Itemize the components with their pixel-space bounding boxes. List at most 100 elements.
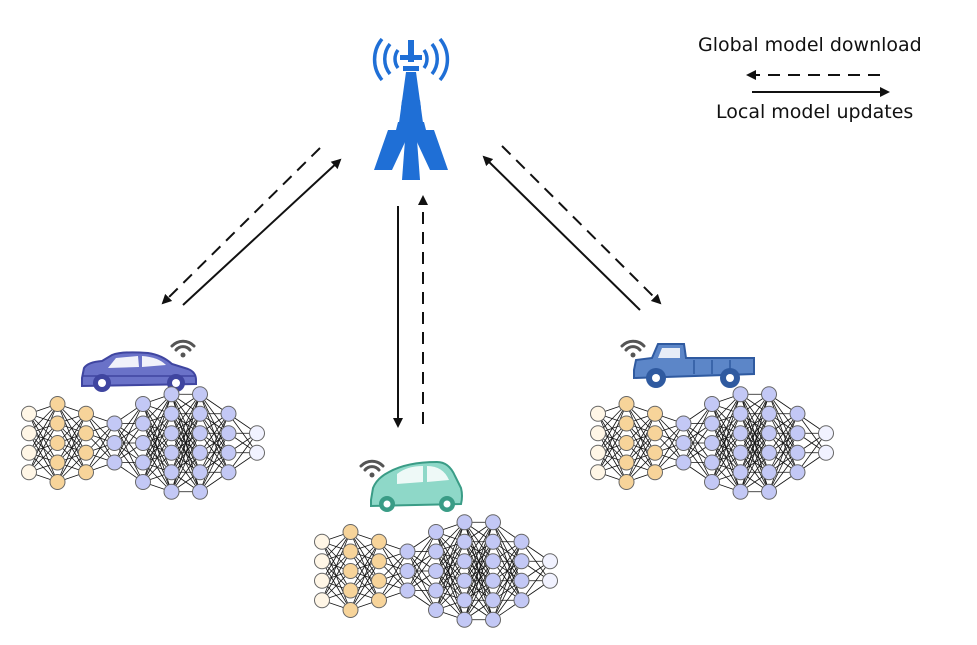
nn-node: [192, 386, 208, 403]
nn-edge: [378, 551, 408, 601]
nn-node: [135, 435, 151, 451]
wifi-arc: [359, 459, 385, 468]
nn-node: [399, 582, 416, 599]
wifi-dot: [630, 352, 636, 358]
nn-node: [192, 464, 208, 481]
nn-node: [818, 444, 834, 461]
nn-edge: [654, 423, 684, 473]
nn-edge: [171, 433, 201, 492]
pickup-truck-icon: [633, 343, 755, 388]
nn-node: [49, 474, 66, 490]
nn-node: [647, 425, 663, 442]
nn-node: [818, 425, 834, 442]
nn-edge: [768, 413, 798, 492]
nn-node: [761, 464, 777, 481]
nn-edge: [142, 433, 172, 483]
nn-edge: [711, 413, 741, 483]
nn-node: [647, 405, 663, 422]
nn-edge: [711, 394, 741, 444]
wifi-arc: [620, 339, 646, 348]
nn-node: [704, 435, 720, 451]
nn-node: [163, 464, 180, 481]
wifi-signal-icon: [359, 459, 385, 478]
nn-edge: [57, 413, 87, 463]
nn-node: [135, 474, 151, 490]
neural-network-right: [590, 386, 834, 500]
nn-edge: [492, 541, 522, 581]
nn-node: [456, 553, 473, 570]
nn-node: [732, 405, 749, 422]
nn-node: [485, 592, 501, 609]
nn-edge: [626, 413, 656, 483]
nn-node: [513, 533, 530, 550]
nn-edge: [350, 541, 380, 611]
nn-node: [485, 572, 501, 589]
nn-node: [761, 386, 777, 403]
nn-node: [704, 474, 720, 490]
nn-node: [456, 592, 473, 609]
nn-node: [732, 444, 749, 461]
nn-node: [485, 533, 501, 550]
nn-edge: [711, 394, 741, 463]
nn-edge: [228, 433, 258, 473]
wifi-arc: [174, 345, 192, 352]
nn-node: [590, 444, 606, 461]
nn-node: [78, 425, 94, 442]
nn-edge: [199, 452, 229, 492]
nn-node: [135, 415, 151, 432]
nn-node: [789, 405, 806, 422]
nn-node: [314, 553, 330, 570]
nn-node: [647, 464, 663, 481]
nn-node: [314, 572, 330, 589]
nn-edge: [350, 541, 380, 591]
legend-download-label: Global model download: [698, 34, 922, 56]
nn-node: [314, 592, 330, 609]
nn-node: [135, 396, 151, 412]
nn-node: [342, 524, 359, 540]
nn-edge: [28, 403, 58, 473]
nn-edge: [199, 433, 229, 492]
nn-node: [106, 415, 123, 432]
nn-edge: [171, 413, 201, 492]
nn-node: [192, 483, 208, 500]
communication-arrows: [161, 145, 662, 428]
nn-edge: [492, 541, 522, 620]
nn-edge: [171, 394, 201, 473]
nn-edge: [683, 423, 713, 463]
nn-edge: [435, 522, 465, 591]
nn-node: [78, 464, 94, 481]
nn-node: [542, 553, 558, 570]
nn-node: [704, 454, 720, 471]
nn-node: [371, 553, 387, 570]
nn-node: [761, 405, 777, 422]
nn-edge: [435, 541, 465, 611]
nn-node: [456, 572, 473, 589]
nn-node: [163, 405, 180, 422]
nn-edge: [321, 531, 351, 601]
nn-node: [49, 454, 66, 471]
nn-edge: [464, 522, 494, 601]
nn-edge: [142, 413, 172, 483]
nn-edge: [199, 413, 229, 492]
cell-tower-icon: [372, 37, 450, 180]
nn-edge: [768, 433, 798, 492]
nn-node: [192, 425, 208, 442]
legend-updates-label: Local model updates: [716, 101, 914, 123]
nn-edge: [740, 394, 770, 473]
nn-edge: [199, 413, 229, 473]
nn-node: [485, 553, 501, 570]
nn-node: [675, 454, 692, 471]
nn-node: [192, 405, 208, 422]
nn-edge: [626, 413, 656, 463]
nn-node: [761, 483, 777, 500]
nn-node: [106, 435, 123, 451]
nn-edge: [464, 561, 494, 620]
nn-edge: [57, 433, 87, 483]
wifi-signal-icon: [170, 339, 196, 358]
nn-node: [590, 425, 606, 442]
nn-node: [428, 563, 444, 579]
nn-node: [618, 474, 635, 490]
nn-node: [789, 464, 806, 481]
nn-node: [220, 405, 237, 422]
